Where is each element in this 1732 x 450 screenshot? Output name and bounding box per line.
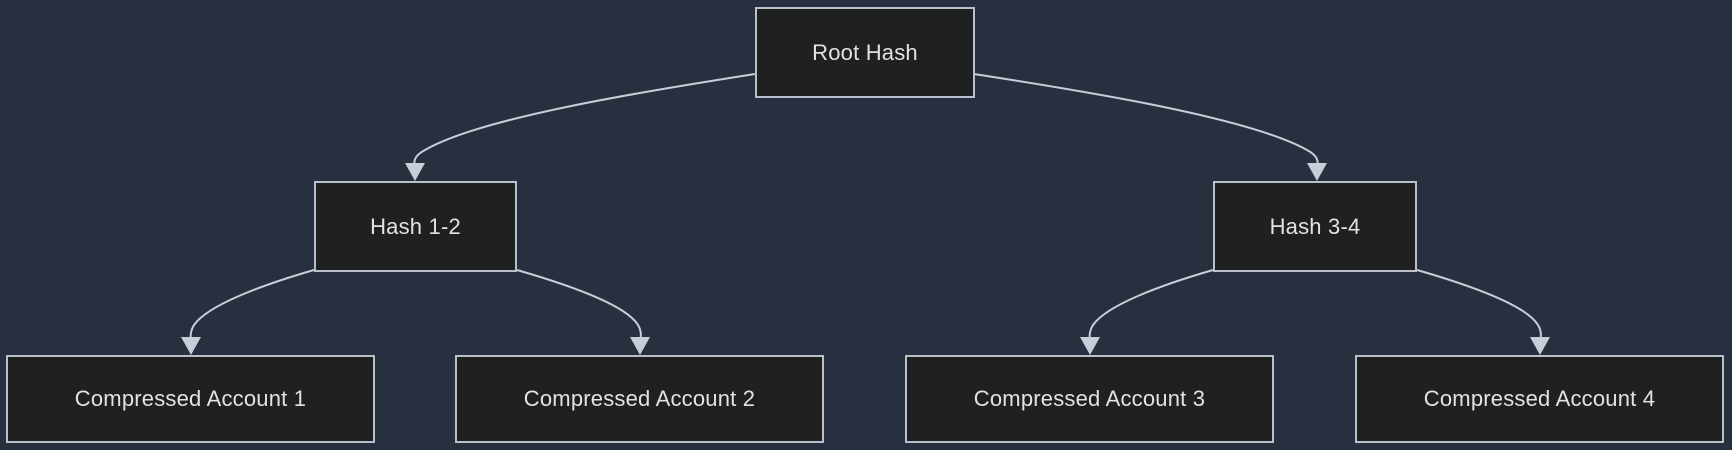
edge-hash34-to-account3 <box>1088 269 1214 347</box>
node-hash-1-2[interactable]: Hash 1-2 <box>314 181 517 272</box>
edge-root-to-hash34 <box>973 73 1319 173</box>
arrowhead-hash12-to-account1 <box>181 337 201 355</box>
edge-hash34-to-account4 <box>1416 269 1542 347</box>
node-root-hash-label: Root Hash <box>812 39 918 65</box>
arrowhead-hash34-to-account4 <box>1530 337 1550 355</box>
node-compressed-account-3-label: Compressed Account 3 <box>973 386 1206 411</box>
edge-root-to-hash12 <box>413 73 756 173</box>
arrowhead-root-to-hash12 <box>405 163 425 181</box>
node-hash-1-2-label: Hash 1-2 <box>370 213 461 239</box>
node-hash-3-4-label: Hash 3-4 <box>1269 213 1361 239</box>
node-compressed-account-2[interactable]: Compressed Account 2 <box>455 355 824 443</box>
arrowhead-hash34-to-account3 <box>1080 337 1100 355</box>
node-compressed-account-1-label: Compressed Account 1 <box>74 386 307 411</box>
edge-hash12-to-account2 <box>516 269 642 347</box>
node-compressed-account-4[interactable]: Compressed Account 4 <box>1355 355 1724 443</box>
node-compressed-account-3[interactable]: Compressed Account 3 <box>905 355 1274 443</box>
node-compressed-account-1[interactable]: Compressed Account 1 <box>6 355 375 443</box>
node-root-hash[interactable]: Root Hash <box>755 7 975 98</box>
node-compressed-account-4-label: Compressed Account 4 <box>1423 386 1656 411</box>
edge-hash12-to-account1 <box>189 269 315 347</box>
arrowhead-root-to-hash34 <box>1307 163 1327 181</box>
node-hash-3-4[interactable]: Hash 3-4 <box>1213 181 1417 272</box>
arrowhead-hash12-to-account2 <box>630 337 650 355</box>
node-compressed-account-2-label: Compressed Account 2 <box>523 386 756 411</box>
